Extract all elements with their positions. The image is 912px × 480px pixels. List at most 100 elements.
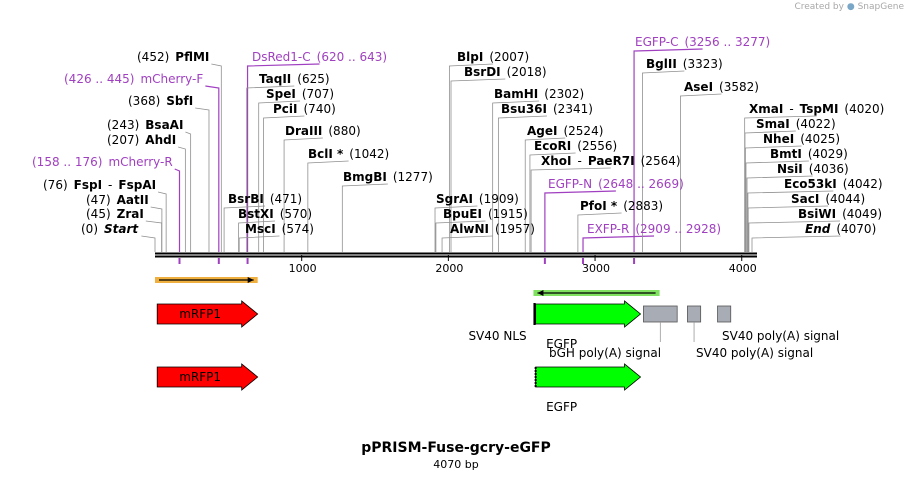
- site-label-part: ZraI: [117, 207, 144, 221]
- site-label-part: (4042): [843, 177, 883, 191]
- site-label-bsaai: (243)BsaAI: [107, 118, 183, 132]
- site-label-part: (47): [86, 193, 111, 207]
- site-label-part: BclI *: [308, 147, 344, 161]
- site-label-part: (1042): [349, 147, 389, 161]
- site-label-part: BmtI: [770, 147, 802, 161]
- site-label-part: mCherry-F: [140, 72, 203, 86]
- site-label-part: (4022): [796, 117, 836, 131]
- feature-box-sv40pa-1: [687, 305, 702, 323]
- site-label-part: TaqII: [259, 72, 291, 86]
- site-label-mcherryf: (426 .. 445) mCherry-F: [64, 72, 203, 86]
- site-label-part: (1957): [495, 222, 535, 236]
- site-label-part: EGFP-C: [635, 35, 678, 49]
- leader-agei: [524, 137, 566, 252]
- site-label-part: -: [789, 102, 793, 116]
- site-label-xhoi: XhoI-PaeR7I(2564): [541, 154, 681, 168]
- site-label-part: (2556): [577, 139, 617, 153]
- leader-asei: [680, 93, 722, 252]
- site-label-part: EXFP-R: [587, 222, 629, 236]
- leader-pfoi: [577, 212, 622, 252]
- leader-egfpn: [544, 190, 616, 252]
- leader-smai: [744, 130, 796, 252]
- site-label-zrai: (45) ZraI: [86, 207, 144, 221]
- primer-site-mark: [633, 258, 636, 264]
- site-label-xmai: XmaI-TspMI(4020): [749, 102, 884, 116]
- feature-arrow-egfp-1: [535, 300, 642, 328]
- site-label-part: BsrBI: [228, 192, 264, 206]
- site-label-part: (2524): [563, 124, 603, 138]
- leader-exfpr: [582, 235, 655, 252]
- site-label-part: (2302): [544, 87, 584, 101]
- site-label-part: (2564): [641, 154, 681, 168]
- site-label-bsu36i: Bsu36I(2341): [501, 102, 593, 116]
- leader-nsii: [746, 175, 813, 252]
- site-label-part: (452): [137, 50, 169, 64]
- site-label-part: SacI: [791, 192, 819, 206]
- site-label-part: MscI: [245, 222, 276, 236]
- site-label-part: (707): [302, 87, 334, 101]
- leader-draiii: [283, 137, 323, 252]
- leader-start: [141, 235, 156, 252]
- site-label-part: BsaAI: [145, 118, 183, 132]
- leader-blpi: [448, 63, 494, 252]
- feature-name-sv40pa-1: SV40 poly(A) signal: [696, 346, 813, 360]
- site-label-end: End(4070): [805, 222, 876, 236]
- primer-site-mark: [582, 258, 585, 264]
- site-label-part: PciI: [273, 102, 298, 116]
- site-label-taqii: TaqII(625): [259, 72, 330, 86]
- feature-name-egfp-2: EGFP: [546, 400, 577, 414]
- credit-brand: SnapGene: [857, 2, 904, 12]
- site-label-bglii: BglII (3323): [646, 57, 723, 71]
- feature-box-sv40pa-2: [717, 305, 732, 323]
- site-label-part: Eco53kI: [784, 177, 837, 191]
- site-label-part: AlwNI: [450, 222, 489, 236]
- feature-arrow-mrfp1-1: [156, 300, 259, 328]
- ruler-tick-label: 3000: [582, 262, 610, 275]
- site-label-part: BsiWI: [798, 207, 836, 221]
- site-label-part: (45): [86, 207, 111, 221]
- site-label-part: (3323): [683, 57, 723, 71]
- site-label-part: (426 .. 445): [64, 72, 134, 86]
- site-label-part: XmaI: [749, 102, 783, 116]
- leader-bsiwi: [748, 220, 841, 252]
- site-label-part: EGFP-N: [548, 177, 592, 191]
- orf-arrow-head: [247, 277, 254, 283]
- leader-ahdi: [178, 146, 186, 252]
- leader-pcii: [263, 115, 305, 252]
- leader-bsrdi: [450, 78, 506, 252]
- site-label-part: (4020): [844, 102, 884, 116]
- site-label-draiii: DraIII(880): [285, 124, 361, 138]
- leader-bcli: [307, 160, 349, 252]
- site-label-bamhi: BamHI (2302): [494, 87, 584, 101]
- primer-site-mark: [178, 258, 181, 264]
- site-label-part: SbfI: [166, 94, 193, 108]
- primer-site-mark: [217, 258, 220, 264]
- site-label-part: End: [805, 222, 831, 236]
- site-label-smai: SmaI(4022): [756, 117, 836, 131]
- leader-msci: [238, 235, 280, 252]
- site-label-part: PfoI *: [580, 199, 618, 213]
- leader-sbfi: [195, 107, 210, 252]
- site-label-part: (207): [107, 133, 139, 147]
- site-label-mcherryr: (158 .. 176)mCherry-R: [32, 155, 173, 169]
- site-label-fspi: (76)FspI-FspAI: [43, 178, 156, 192]
- leader-bamhi: [492, 100, 540, 252]
- leader-bstxi: [238, 220, 276, 252]
- leader-pflmi: [211, 63, 222, 252]
- site-label-part: BamHI: [494, 87, 538, 101]
- site-label-ecori: EcoRI(2556): [534, 139, 617, 153]
- site-label-bstxi: BstXI(570): [238, 207, 312, 221]
- site-label-part: (0): [81, 222, 98, 236]
- site-label-part: BmgBI: [343, 170, 387, 184]
- site-label-part: (2007): [489, 50, 529, 64]
- site-label-part: DsRed1-C: [252, 50, 311, 64]
- site-label-part: (76): [43, 178, 68, 192]
- site-label-part: SpeI: [266, 87, 296, 101]
- site-label-part: (2018): [507, 65, 547, 79]
- site-label-part: NheI: [763, 132, 794, 146]
- site-label-part: XhoI: [541, 154, 572, 168]
- site-label-alwni: AlwNI (1957): [450, 222, 535, 236]
- site-label-part: BglII: [646, 57, 677, 71]
- site-label-msci: MscI(574): [245, 222, 314, 236]
- site-label-saci: SacI(4044): [791, 192, 865, 206]
